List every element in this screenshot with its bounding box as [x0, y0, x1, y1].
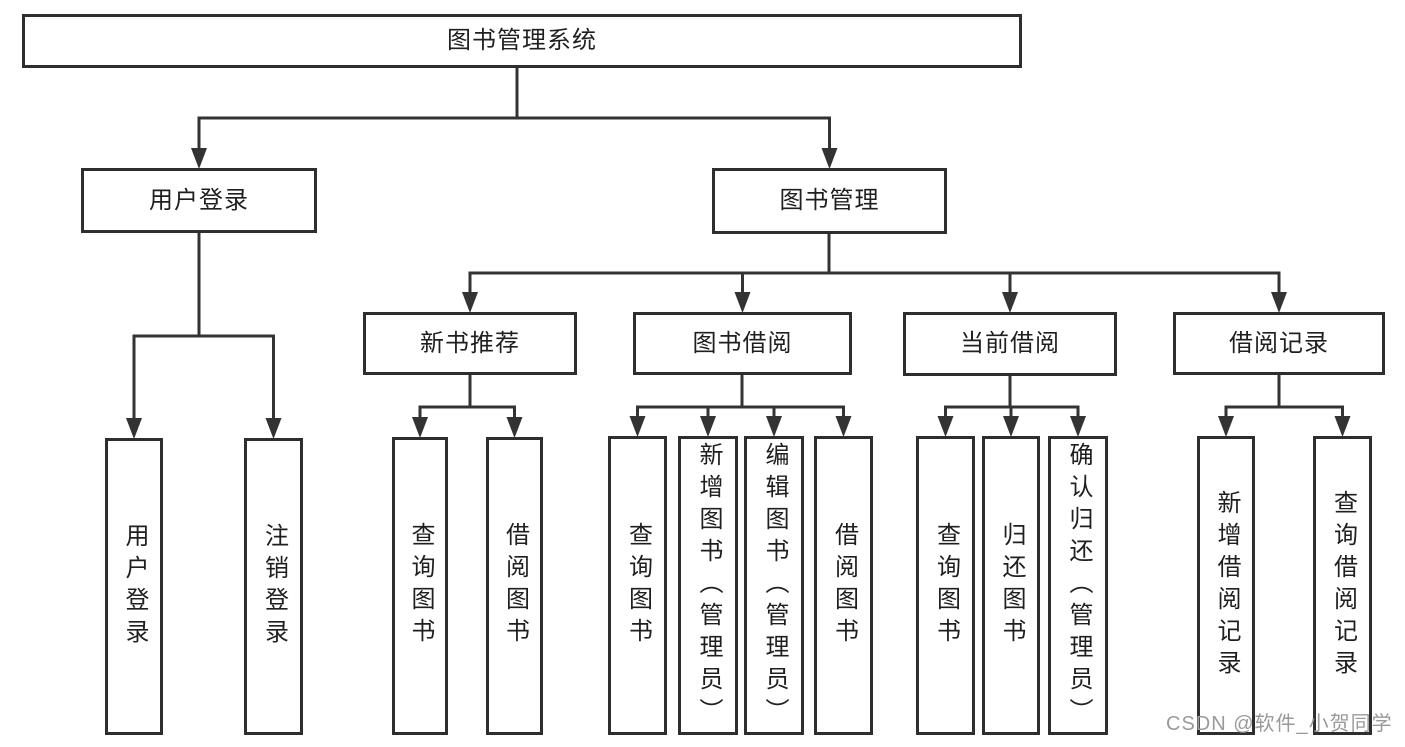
node-label: 查询借阅记录: [1329, 489, 1357, 682]
node-br-query: 查询借阅记录: [1313, 436, 1372, 735]
node-bb-edit: 编辑图书（管理员）: [744, 436, 804, 735]
node-borrow-record: 借阅记录: [1173, 312, 1385, 375]
node-nb-borrow: 借阅图书: [486, 437, 543, 735]
node-user-login: 用户登录: [81, 168, 317, 233]
node-label: 注销登录: [260, 522, 288, 651]
node-label: 确认归还（管理员）: [1065, 441, 1092, 730]
node-label: 用户登录: [121, 522, 148, 651]
node-current-borrow: 当前借阅: [903, 312, 1117, 376]
arrowhead-icon: [1218, 416, 1234, 437]
node-label: 查询图书: [624, 521, 652, 650]
node-nb-query: 查询图书: [392, 437, 448, 735]
arrowhead-icon: [766, 416, 782, 437]
node-label: 图书借阅: [692, 329, 793, 357]
node-label: 归还图书: [998, 521, 1025, 650]
arrowhead-icon: [265, 418, 282, 439]
arrowhead-icon: [462, 292, 478, 313]
node-bb-query: 查询图书: [608, 436, 667, 735]
arrowhead-icon: [412, 417, 428, 438]
arrowhead-icon: [506, 417, 523, 438]
node-bb-add: 新增图书（管理员）: [678, 436, 738, 735]
node-label: 查询图书: [932, 521, 960, 650]
node-book-mgmt: 图书管理: [712, 168, 947, 234]
node-label: 借阅记录: [1229, 329, 1329, 357]
node-leaf-user-login: 用户登录: [105, 438, 163, 735]
node-label: 新增图书（管理员）: [695, 441, 722, 730]
node-new-book-rec: 新书推荐: [363, 312, 577, 375]
node-label: 图书管理: [779, 187, 880, 214]
node-cb-query: 查询图书: [916, 436, 975, 735]
arrowhead-icon: [191, 148, 207, 169]
node-leaf-logout: 注销登录: [244, 438, 303, 735]
node-br-add: 新增借阅记录: [1197, 436, 1255, 735]
node-cb-return: 归还图书: [982, 436, 1040, 735]
arrowhead-icon: [1002, 292, 1018, 313]
node-label: 新书推荐: [420, 329, 520, 357]
node-label: 用户登录: [149, 186, 249, 214]
arrowhead-icon: [1271, 292, 1287, 313]
node-cb-confirm: 确认归还（管理员）: [1048, 436, 1108, 735]
arrowhead-icon: [835, 416, 852, 437]
arrowhead-icon: [821, 148, 838, 169]
node-bb-borrow: 借阅图书: [814, 436, 873, 735]
arrowhead-icon: [1334, 416, 1351, 437]
node-label: 借阅图书: [830, 521, 858, 650]
node-label: 图书管理系统: [447, 27, 597, 54]
node-book-borrow: 图书借阅: [633, 312, 852, 375]
arrowhead-icon: [1070, 416, 1086, 437]
arrowhead-icon: [937, 416, 954, 437]
node-label: 新增借阅记录: [1213, 489, 1240, 682]
arrowhead-icon: [1003, 416, 1019, 437]
watermark: CSDN @软件_小贺同学: [1166, 713, 1393, 735]
node-root: 图书管理系统: [22, 14, 1022, 68]
node-label: 当前借阅: [960, 330, 1060, 357]
arrowhead-icon: [629, 416, 646, 437]
arrowhead-icon: [126, 418, 142, 439]
arrowhead-icon: [700, 416, 716, 437]
node-label: 查询图书: [407, 522, 434, 650]
arrowhead-icon: [734, 292, 751, 313]
node-label: 借阅图书: [501, 522, 529, 650]
node-label: 编辑图书（管理员）: [761, 441, 788, 730]
